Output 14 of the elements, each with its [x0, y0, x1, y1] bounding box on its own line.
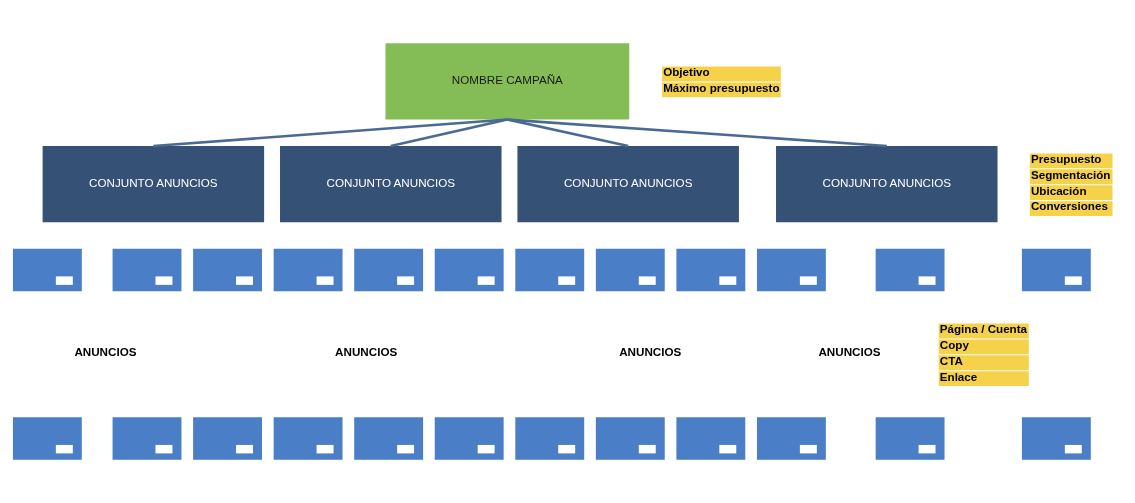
label: Enlace [939, 369, 978, 383]
label: ANUNCIOS [818, 345, 881, 359]
node-label: Conversiones [1030, 199, 1108, 213]
node-label: Segmentación [1030, 167, 1111, 181]
node-label: Objetivo [663, 64, 710, 78]
node-label: Ubicación [1030, 183, 1087, 197]
label: Copy [939, 337, 969, 351]
label: ANUNCIOS [619, 345, 682, 359]
label: CTA [939, 353, 963, 367]
label: Página / Cuenta [939, 321, 1028, 335]
label: ANUNCIOS [335, 345, 398, 359]
node-label: Presupuesto [1030, 151, 1102, 165]
label: ANUNCIOS [74, 345, 137, 359]
node-label: Máximo presupuesto [663, 80, 780, 94]
